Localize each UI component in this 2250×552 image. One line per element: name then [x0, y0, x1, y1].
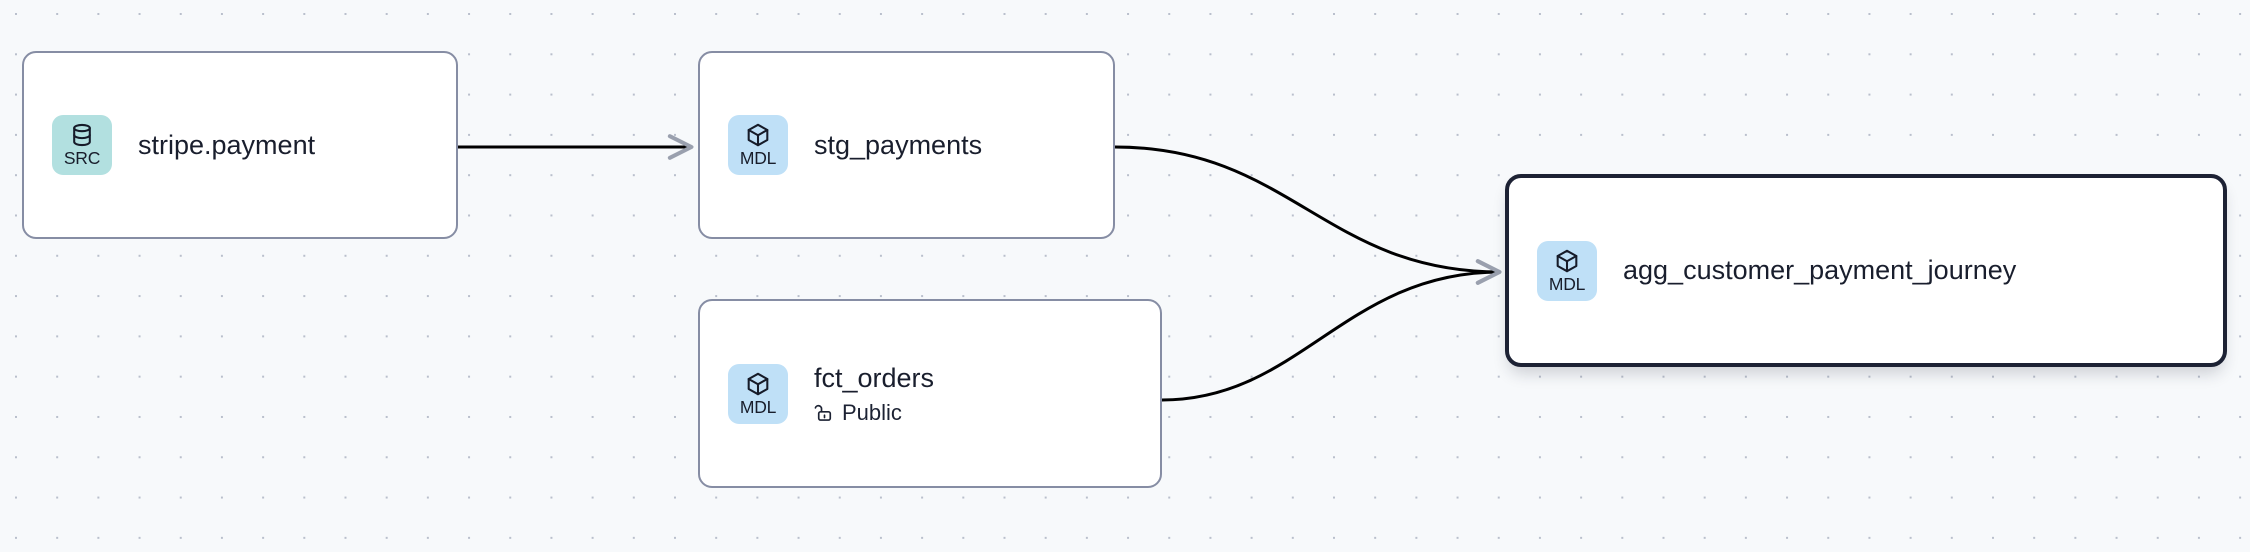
node-badge-label: SRC: [63, 148, 101, 168]
node-badge-src: SRC: [52, 115, 112, 175]
node-badge-mdl: MDL: [1537, 240, 1597, 301]
unlock-icon: [814, 402, 835, 423]
node-visibility: Public: [814, 400, 934, 426]
node-badge-mdl: MDL: [728, 363, 788, 424]
edge-fct-to-agg: [1161, 259, 1502, 402]
node-title: stripe.payment: [138, 129, 316, 160]
cube-icon: [745, 371, 771, 397]
node-body: stripe.payment: [138, 129, 315, 162]
node-agg-customer-payment-journey[interactable]: MDL agg_customer_payment_journey: [1505, 174, 2227, 367]
node-title: fct_orders: [814, 362, 935, 393]
node-body: stg_payments: [814, 129, 982, 162]
edge-stg-to-agg: [1114, 145, 1502, 285]
node-badge-label: MDL: [739, 396, 777, 417]
node-title: agg_customer_payment_journey: [1623, 255, 2017, 285]
node-badge-label: MDL: [739, 148, 777, 168]
node-stg-payments[interactable]: MDL stg_payments: [698, 51, 1115, 239]
node-badge-mdl: MDL: [728, 115, 788, 175]
node-title: stg_payments: [814, 129, 983, 160]
node-body: agg_customer_payment_journey: [1623, 254, 2016, 287]
node-visibility-label: Public: [842, 399, 902, 425]
cube-icon: [1554, 248, 1580, 274]
node-body: fct_orders Public: [814, 362, 934, 426]
node-badge-label: MDL: [1548, 273, 1586, 294]
cube-icon: [745, 122, 771, 148]
node-fct-orders[interactable]: MDL fct_orders Public: [698, 299, 1162, 488]
database-icon: [69, 122, 95, 148]
node-stripe-payment[interactable]: SRC stripe.payment: [22, 51, 458, 239]
